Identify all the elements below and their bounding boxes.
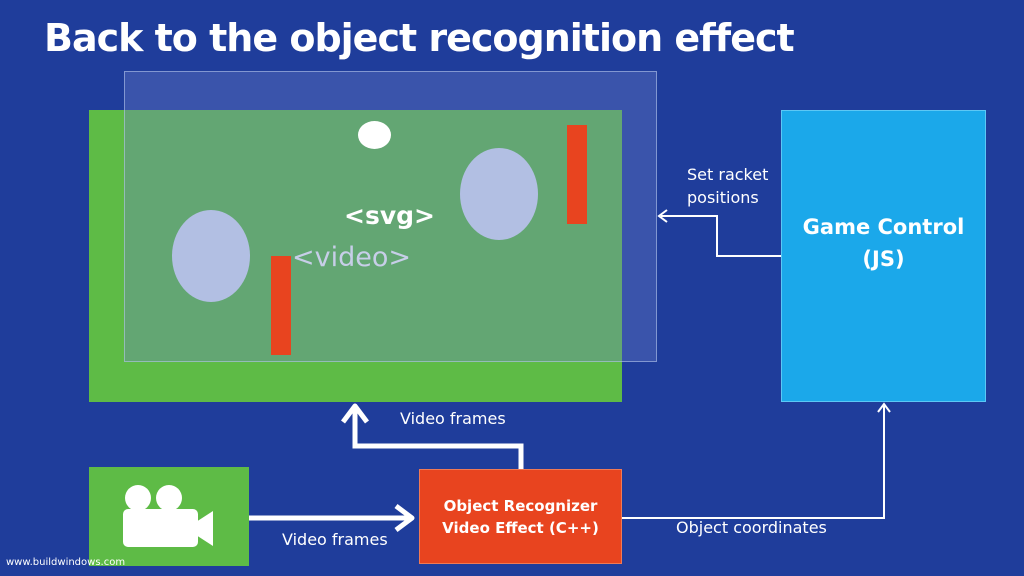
video-tag-label: <video> — [292, 242, 411, 273]
detected-object-right — [460, 148, 538, 240]
svg-tag-label: <svg> — [344, 201, 435, 230]
footer-url: www.buildwindows.com — [6, 557, 126, 568]
game-control-title: Game Control — [802, 215, 965, 239]
recognizer-to-game-arrowhead — [877, 402, 891, 413]
racket-left — [271, 256, 291, 355]
object-coordinates-label: Object coordinates — [676, 518, 827, 537]
recognizer-to-video-arrow — [352, 410, 524, 469]
set-racket-positions-label: Set racket positions — [687, 163, 768, 209]
camera-box — [89, 467, 249, 566]
recognizer-to-game-arrow — [622, 406, 885, 519]
video-frames-label-bottom: Video frames — [282, 530, 388, 549]
game-control-label: Game Control (JS) — [782, 211, 985, 275]
detected-object-left — [172, 210, 250, 302]
ball — [358, 121, 391, 149]
game-control-subtitle: (JS) — [862, 247, 905, 271]
object-recognizer-box: Object Recognizer Video Effect (C++) — [419, 469, 622, 564]
video-camera-icon — [123, 485, 213, 547]
slide-title: Back to the object recognition effect — [44, 16, 795, 60]
game-control-box: Game Control (JS) — [781, 110, 986, 402]
video-frames-label-top: Video frames — [400, 409, 506, 428]
recognizer-subtitle: Video Effect (C++) — [442, 518, 599, 537]
recognizer-title: Object Recognizer — [443, 496, 598, 515]
camera-to-recognizer-arrowhead — [394, 504, 415, 532]
game-to-svg-arrowhead — [657, 209, 668, 223]
racket-right — [567, 125, 587, 224]
set-racket-line1: Set racket — [687, 165, 769, 184]
set-racket-line2: positions — [687, 188, 759, 207]
recognizer-to-video-arrowhead — [341, 403, 369, 424]
game-to-svg-arrow — [661, 215, 781, 257]
